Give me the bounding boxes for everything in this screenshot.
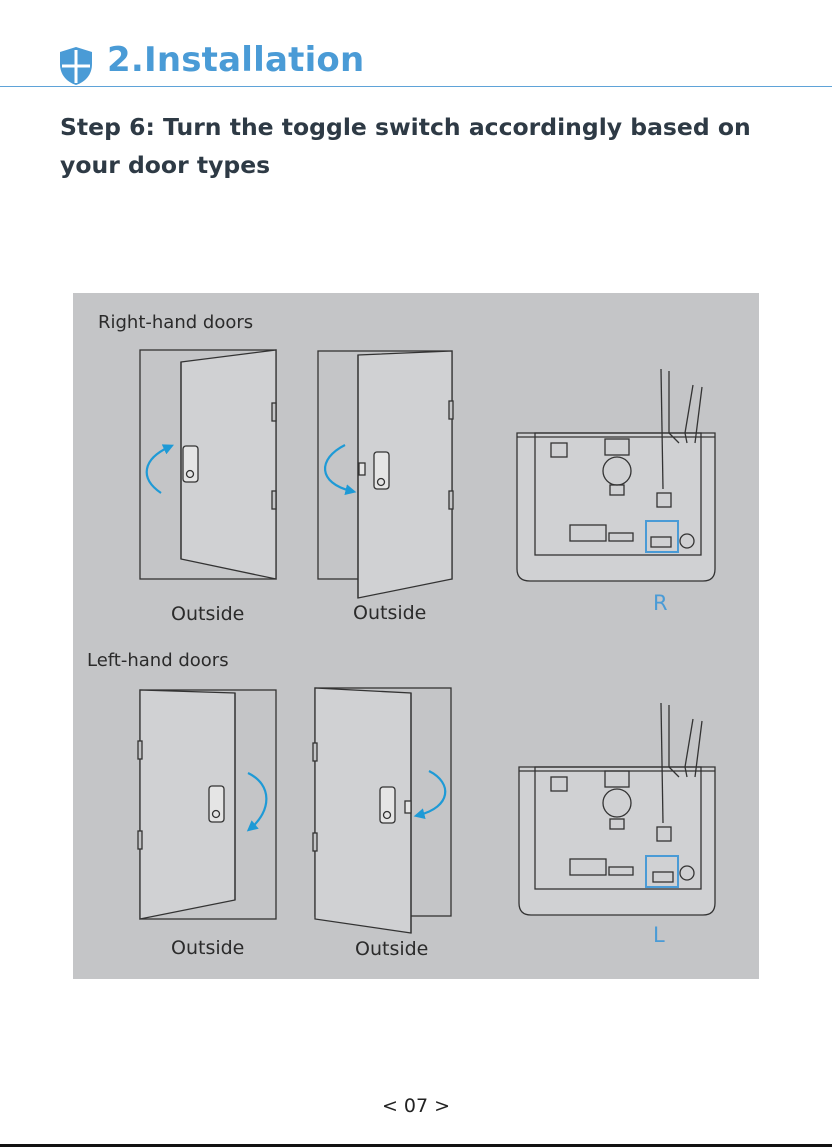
diagram-illustration	[73, 293, 759, 979]
right-hand-door-2	[318, 351, 453, 598]
left-hand-door-1	[138, 690, 276, 919]
shield-icon	[58, 46, 94, 86]
header-divider	[0, 86, 832, 87]
right-hand-heading: Right-hand doors	[98, 312, 253, 333]
left-hand-door-1-label: Outside	[171, 937, 244, 959]
section-title: 2.Installation	[107, 40, 364, 80]
toggle-switch-diagram: Right-hand doors Outside Outside R Left-…	[73, 293, 759, 979]
left-hand-door-2-label: Outside	[355, 938, 428, 960]
right-hand-door-1-label: Outside	[171, 603, 244, 625]
step-title: Step 6: Turn the toggle switch according…	[60, 108, 780, 184]
switch-position-l: L	[653, 923, 665, 947]
control-board-r	[517, 369, 715, 581]
left-hand-heading: Left-hand doors	[87, 650, 229, 671]
right-hand-door-2-label: Outside	[353, 602, 426, 624]
switch-position-r: R	[653, 591, 668, 615]
page-header: 2.Installation	[0, 0, 832, 90]
right-hand-door-1	[140, 350, 276, 579]
left-hand-door-2	[313, 688, 451, 933]
control-board-l	[519, 703, 715, 915]
page-number: < 07 >	[0, 1095, 832, 1117]
